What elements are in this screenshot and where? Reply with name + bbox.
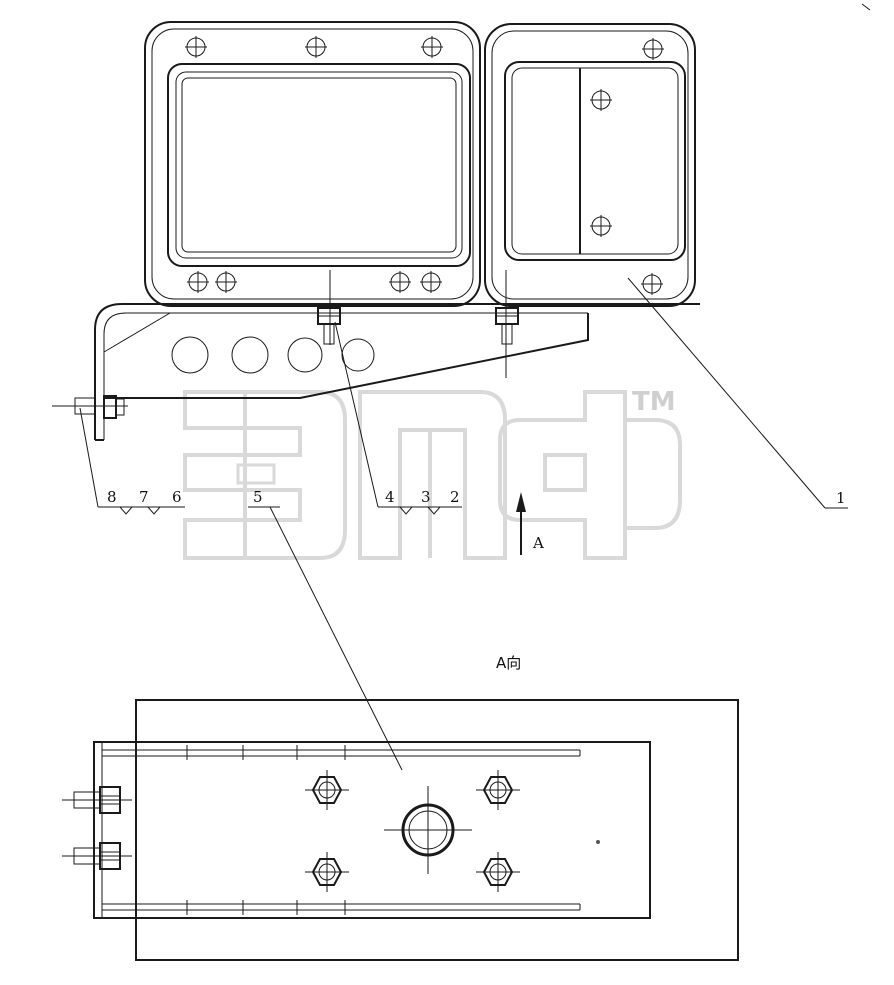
corner-mark	[861, 3, 871, 11]
view-a-center-pipe	[384, 786, 472, 874]
label-part-8: 8	[107, 488, 117, 506]
leader-lines	[79, 277, 848, 771]
view-arrow-a	[516, 492, 526, 555]
label-arrow-a: A	[532, 534, 544, 552]
view-title: A向	[496, 654, 521, 672]
housing-main	[144, 21, 481, 307]
watermark: TM	[183, 387, 682, 560]
bracket-bolts	[52, 307, 519, 419]
label-part-6: 6	[172, 488, 182, 506]
label-part-5: 5	[253, 488, 263, 506]
part-labels: 1 2 3 4 5 6 7 8 A	[107, 488, 846, 552]
label-part-1: 1	[836, 489, 846, 507]
label-part-3: 3	[421, 488, 431, 506]
view-a-plate	[93, 699, 739, 961]
mounting-bracket	[94, 270, 700, 441]
housing-screws	[185, 36, 664, 295]
view-a-nuts	[305, 770, 520, 892]
watermark-tm: TM	[632, 387, 676, 417]
label-part-7: 7	[139, 488, 149, 506]
housing-side	[484, 23, 696, 307]
view-a-side-bolts	[62, 786, 132, 870]
label-part-4: 4	[385, 488, 395, 506]
label-part-2: 2	[450, 488, 460, 506]
